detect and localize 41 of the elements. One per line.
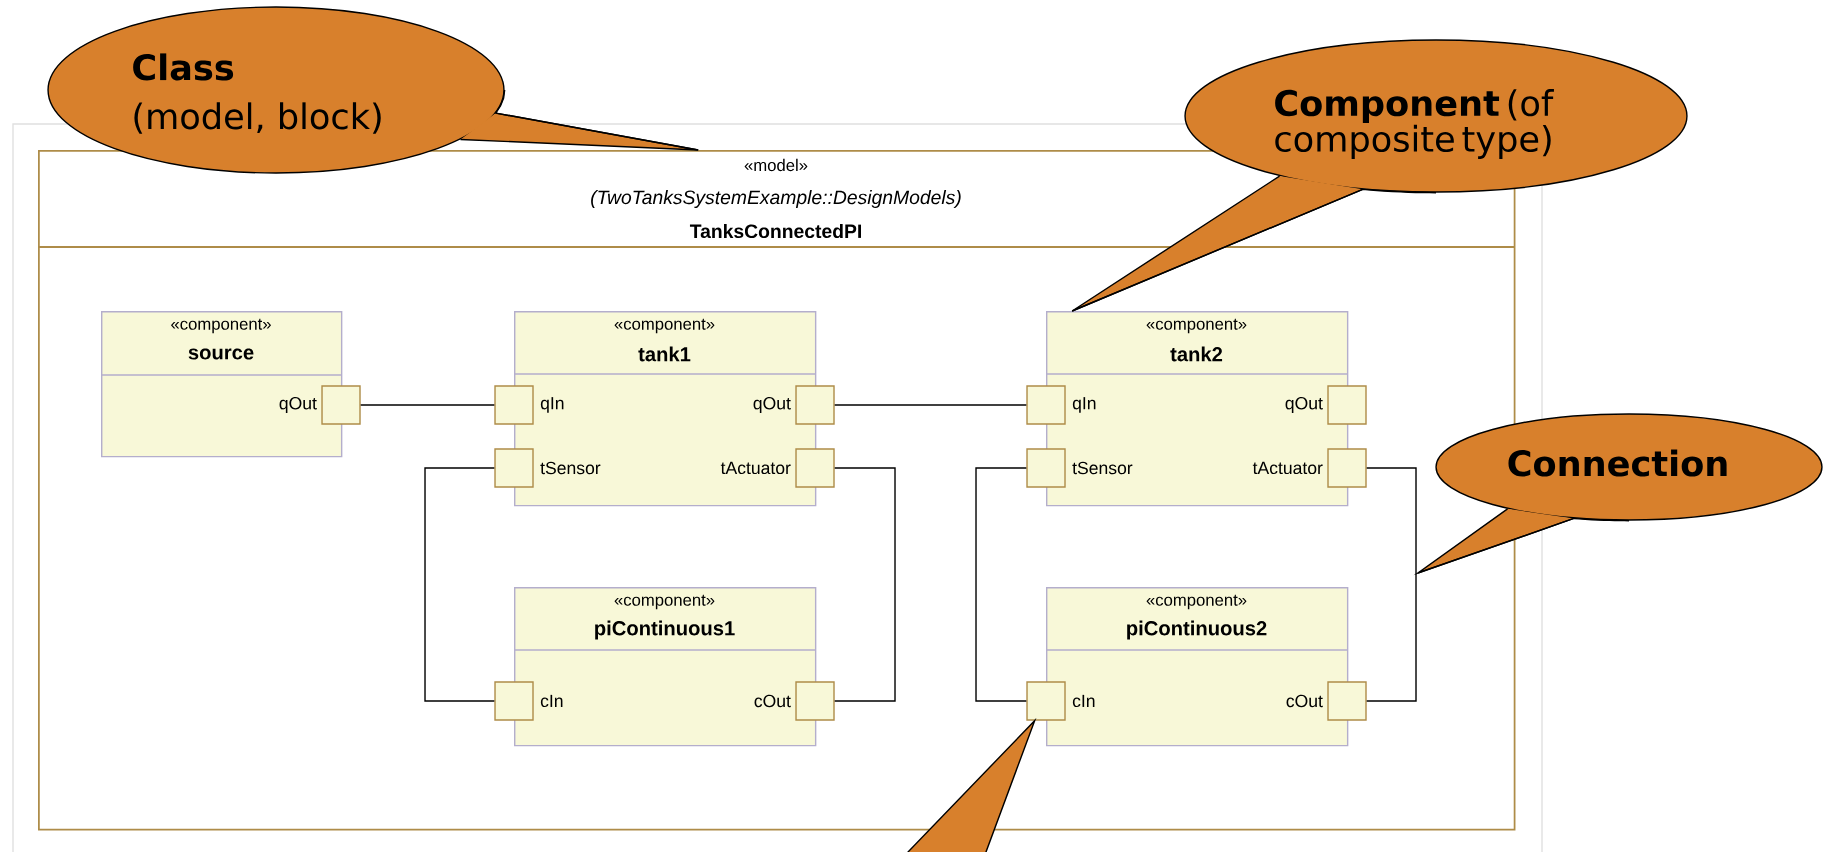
port-label: cOut [754,694,791,708]
component-name: piContinuous1 [595,620,735,640]
component-name: source [188,348,254,360]
stereotype-label: «component» [614,594,715,610]
port-label: qOut [279,397,317,413]
connector-line [1366,467,1417,702]
stereotype-label: «component» [1146,594,1247,610]
port-label: qOut [753,397,791,413]
port-label: cOut [1286,694,1323,708]
callout-bubble: Connection [1413,413,1823,576]
port-label: tSensor [1072,461,1133,475]
connector-line [360,404,495,406]
port-label: qOut [1285,397,1323,413]
port-label: cIn [540,694,563,708]
connector-line [834,467,896,702]
callout-bubble: Class (model, block) [47,6,699,174]
stereotype-label: «component» [614,318,715,334]
component-box [513,587,817,747]
class-name: TanksConnectedPI [689,223,861,239]
stereotype-label: «component» [171,318,271,334]
port-label: tActuator [1252,461,1323,475]
stereotype-label: «model» [744,158,808,172]
port-label: tActuator [720,461,791,475]
component-box [1045,311,1349,507]
stereotype-label: «component» [1146,318,1247,334]
port-label: qIn [540,397,564,413]
component-name: tank2 [1170,346,1223,362]
component-box [513,311,817,507]
package-path: (TwoTanksSystemExample::DesignModels) [591,190,961,208]
component-name: tank1 [638,346,691,362]
connector-line [834,404,1027,406]
component-box [1045,587,1349,747]
component-box [100,311,343,458]
callout-pointer [907,717,1037,852]
port-label: cIn [1072,694,1095,708]
callout-bubble: Component (of composite type) [1071,39,1688,312]
port-label: qIn [1072,397,1096,413]
connector-line [424,467,495,702]
component-name: piContinuous2 [1127,620,1267,640]
connector-line [975,467,1027,702]
port-label: tSensor [540,461,601,475]
